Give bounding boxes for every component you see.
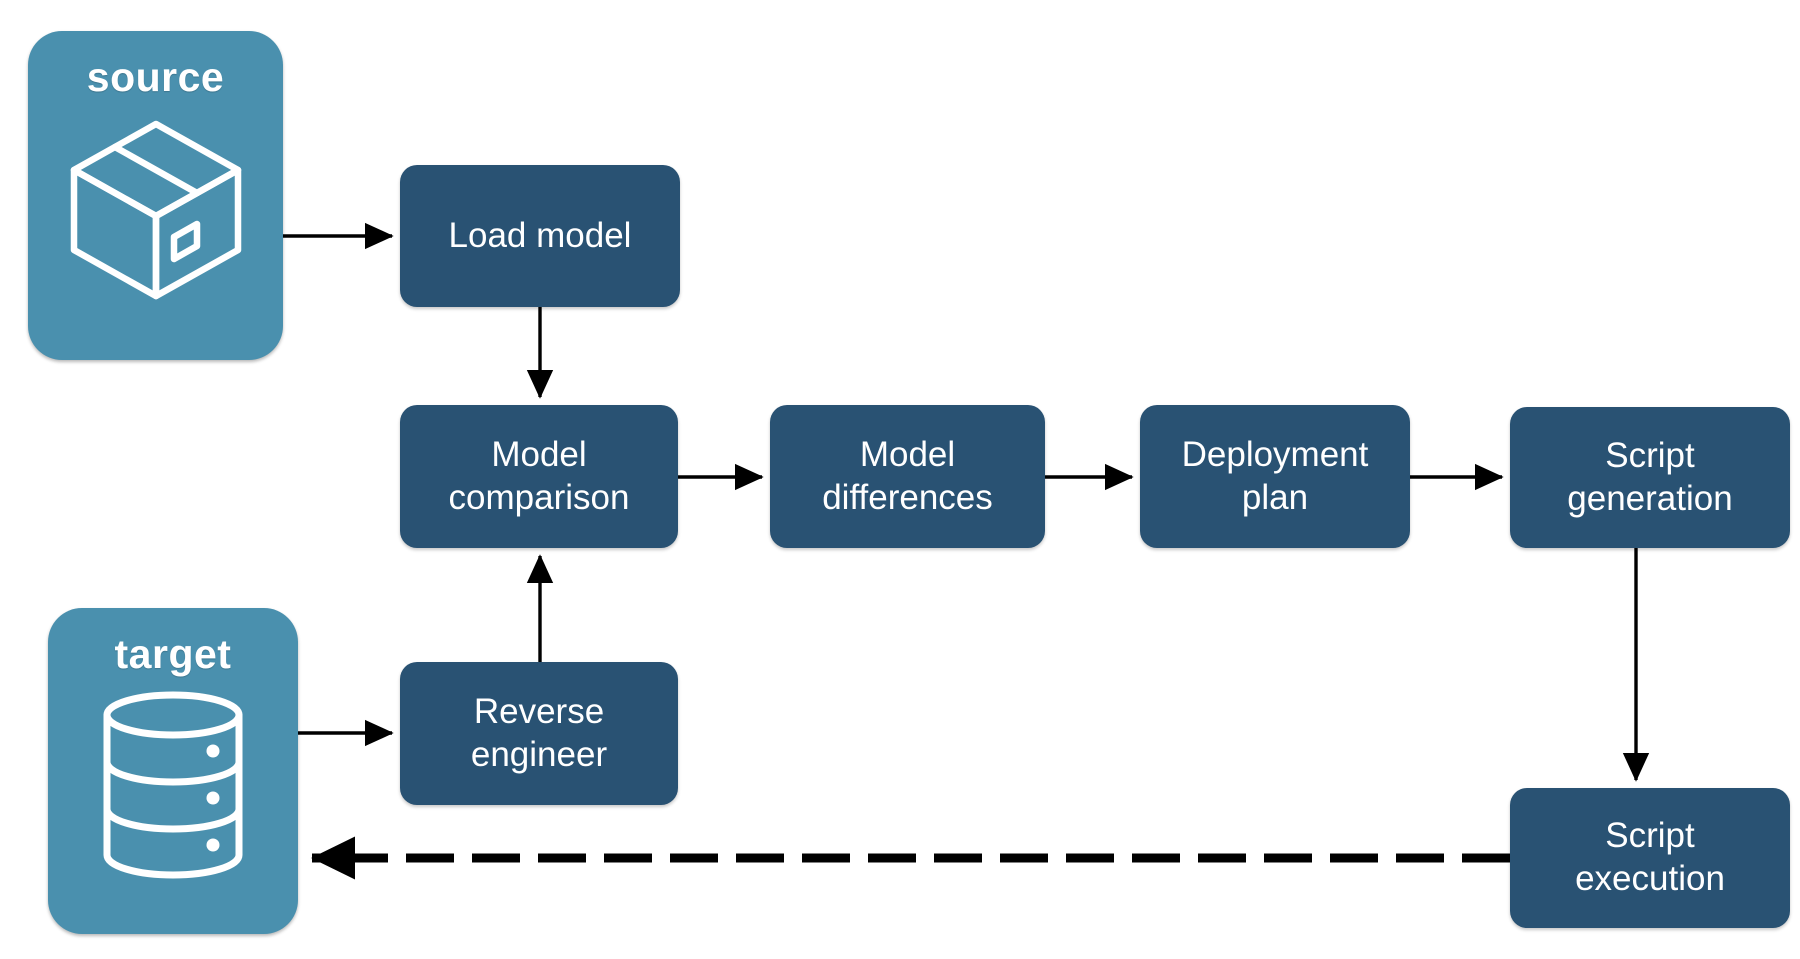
endpoint-source[interactable]: source [28,31,283,360]
process-box-model-differences-label: Model differences [822,434,993,517]
package-box-icon [61,112,251,307]
process-box-model-comparison-label: Model comparison [448,434,630,517]
process-box-model-comparison[interactable]: Model comparison [400,405,678,548]
process-box-script-execution[interactable]: Script execution [1510,788,1790,928]
process-box-script-execution-label: Script execution [1575,816,1725,898]
process-box-script-generation-label: Script generation [1567,435,1733,518]
process-box-deployment-plan[interactable]: Deployment plan [1140,405,1410,548]
database-cylinder-icon [88,689,258,889]
process-box-deployment-plan-label: Deployment plan [1181,434,1369,517]
process-box-reverse-engineer-label: Reverse engineer [470,691,608,774]
process-box-model-differences[interactable]: Model differences [770,405,1045,548]
process-box-reverse-engineer[interactable]: Reverse engineer [400,662,678,805]
endpoint-target-label: target [114,631,232,677]
process-box-load-model-label: Load model [448,215,632,255]
process-box-script-generation[interactable]: Script generation [1510,407,1790,548]
endpoint-source-label: source [86,54,225,100]
process-box-load-model[interactable]: Load model [400,165,680,307]
endpoint-target[interactable]: target [48,608,298,934]
